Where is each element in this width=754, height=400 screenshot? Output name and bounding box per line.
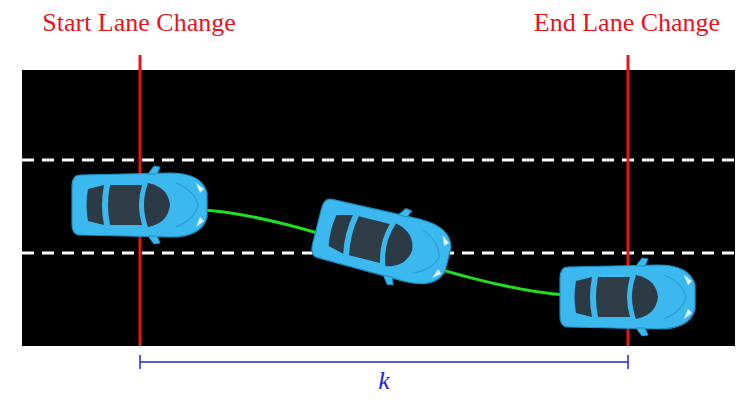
- marker-label: Start Lane Change: [42, 8, 236, 38]
- car: [560, 258, 695, 336]
- car: [308, 189, 458, 297]
- marker-label: End Lane Change: [534, 8, 720, 38]
- dimension-label: k: [378, 366, 390, 396]
- car: [72, 166, 207, 244]
